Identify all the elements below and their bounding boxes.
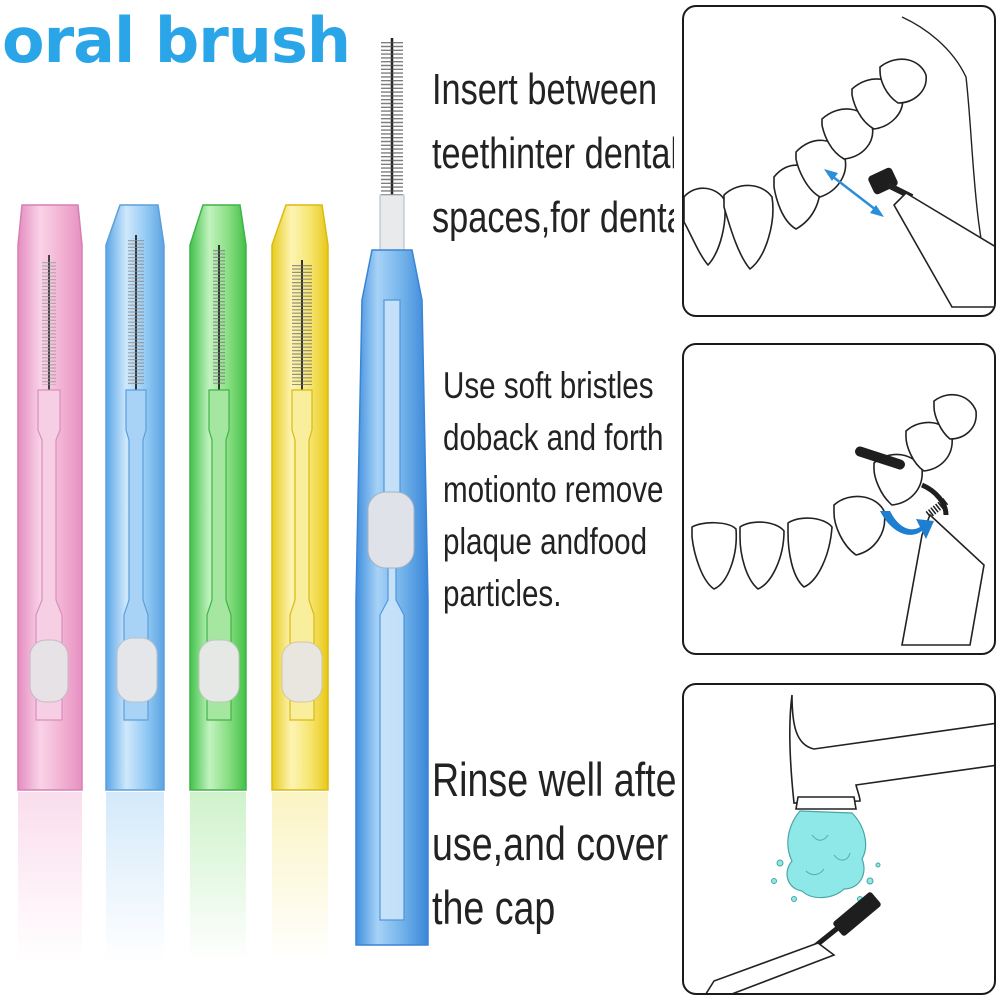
step-3-panel [682, 683, 996, 995]
green-brush-icon [189, 204, 247, 962]
step-1-line-1: Insert between [432, 65, 658, 114]
brushes-group-icon [17, 38, 429, 962]
step-2-text: Use soft bristles doback and forth motio… [443, 360, 679, 620]
step-1-line-3: spaces,for dental [432, 193, 674, 242]
pink-brush-icon [17, 204, 83, 962]
step-1-panel [682, 5, 996, 317]
teeth-scrub-illustration-icon [691, 393, 985, 646]
step-2-line-1: Use soft bristles [443, 365, 654, 406]
product-title: oral brush [2, 4, 351, 77]
step-3-line-3: the cap [432, 881, 556, 934]
step-1-line-2: teethinter dental [432, 129, 674, 178]
step-3-line-1: Rinse well after [432, 753, 677, 806]
step-2-panel [682, 343, 996, 655]
step-1-text: Insert between teethinter dental spaces,… [432, 58, 674, 250]
yellow-brush-icon [271, 204, 329, 962]
step-2-line-4: plaque andfood [443, 521, 648, 562]
rinse-faucet-illustration-icon [705, 694, 994, 993]
blue-brush-icon [105, 204, 165, 962]
step-2-line-2: doback and forth [443, 417, 664, 458]
teeth-insert-illustration-icon [684, 16, 994, 308]
step-3-text: Rinse well after use,and cover the cap [432, 748, 677, 940]
step-3-line-2: use,and cover [432, 817, 669, 870]
large-blue-brush-icon [355, 38, 429, 946]
step-2-line-5: particles. [443, 573, 562, 614]
step-2-line-3: motionto remove [443, 469, 664, 510]
